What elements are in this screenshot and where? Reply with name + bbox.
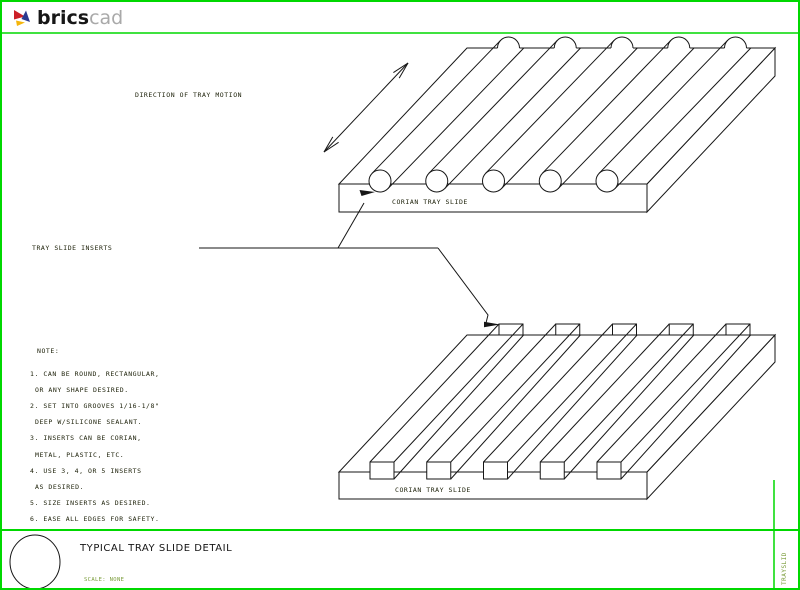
notes-block: NOTE: 1. CAN BE ROUND, RECTANGULAR, OR A… <box>30 343 159 527</box>
bricscad-logo-icon <box>14 10 30 26</box>
note-line: 6. EASE ALL EDGES FOR SAFETY. <box>30 514 160 523</box>
scale-label: SCALE: NONE <box>84 577 125 583</box>
tray-motion-double-arrow <box>323 62 409 153</box>
sheet-title: TYPICAL TRAY SLIDE DETAIL <box>80 543 233 554</box>
note-line: 2. SET INTO GROOVES 1/16-1/8" <box>30 402 160 411</box>
note-line: METAL, PLASTIC, ETC. <box>35 450 125 459</box>
note-line: AS DESIRED. <box>35 482 85 491</box>
title-block-detail-circle <box>9 534 61 588</box>
sheet-frame-lines <box>2 32 798 588</box>
brand-text-primary: brics <box>37 7 90 29</box>
note-line: 4. USE 3, 4, OR 5 INSERTS <box>30 466 142 475</box>
tray-slide-inserts-label: TRAY SLIDE INSERTS <box>32 244 113 252</box>
bottom-isometric-rectangular-inserts <box>337 323 777 501</box>
corian-tray-slide-label-top: CORIAN TRAY SLIDE <box>392 198 468 206</box>
brand-text-secondary: cad <box>89 7 124 29</box>
brand-wordmark: bricscad <box>37 6 123 30</box>
direction-of-tray-motion-label: DIRECTION OF TRAY MOTION <box>135 91 243 99</box>
note-line: 1. CAN BE ROUND, RECTANGULAR, <box>30 370 160 379</box>
bricscad-logo: bricscad <box>12 6 123 30</box>
note-line: DEEP W/SILICONE SEALANT. <box>35 418 143 427</box>
sheet-id-vertical-label: TRAYSLID <box>781 552 788 585</box>
note-line: 5. SIZE INSERTS AS DESIRED. <box>30 498 151 507</box>
note-line: OR ANY SHAPE DESIRED. <box>35 386 129 395</box>
corian-tray-slide-label-bottom: CORIAN TRAY SLIDE <box>395 486 471 494</box>
top-isometric-round-inserts <box>337 36 777 214</box>
inserts-leader-lines <box>199 190 500 328</box>
note-line: 3. INSERTS CAN BE CORIAN, <box>30 434 142 443</box>
notes-title: NOTE: <box>37 347 60 355</box>
